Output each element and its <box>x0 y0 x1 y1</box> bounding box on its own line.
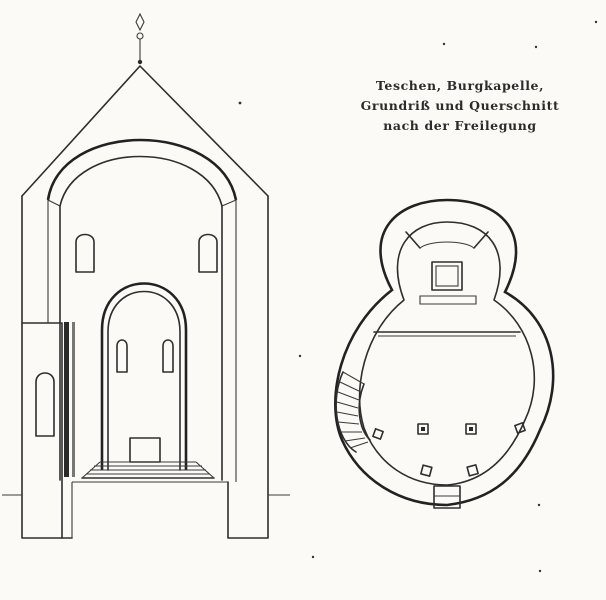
wall-section-strip <box>64 322 69 477</box>
roof-gable <box>21 65 269 197</box>
vault-outer <box>46 138 238 201</box>
apse-arch-inner <box>107 290 181 471</box>
upper-window-right <box>198 233 218 273</box>
caption-line-2: Grundriß und Querschnitt <box>360 98 560 113</box>
plan-staircase <box>335 371 371 453</box>
apse-window-right <box>162 339 174 373</box>
plan-altar <box>431 261 463 291</box>
upper-window-left <box>75 233 95 273</box>
figure-caption: Teschen, Burgkapelle, Grundriß und Quers… <box>330 76 590 136</box>
vault-inner <box>59 155 223 207</box>
altar-steps <box>81 461 215 479</box>
altar <box>129 437 161 463</box>
apse-window-left <box>116 339 128 373</box>
plan-outer-wall <box>334 198 555 507</box>
plan-inner-wall <box>358 221 536 486</box>
outer-wall-right <box>227 195 269 539</box>
plan-entrance <box>433 485 461 509</box>
plan-columns <box>372 422 526 477</box>
buttress-window <box>35 372 55 437</box>
apse-arch-outer <box>100 282 188 470</box>
outer-wall-left <box>21 195 73 539</box>
left-buttress <box>21 322 63 539</box>
cross-section <box>2 12 290 539</box>
scan-specks <box>238 20 598 573</box>
floor-plan <box>334 198 555 509</box>
roof-finial <box>135 12 145 65</box>
caption-line-1: Teschen, Burgkapelle, <box>375 78 545 93</box>
caption-line-3: nach der Freilegung <box>383 118 537 133</box>
